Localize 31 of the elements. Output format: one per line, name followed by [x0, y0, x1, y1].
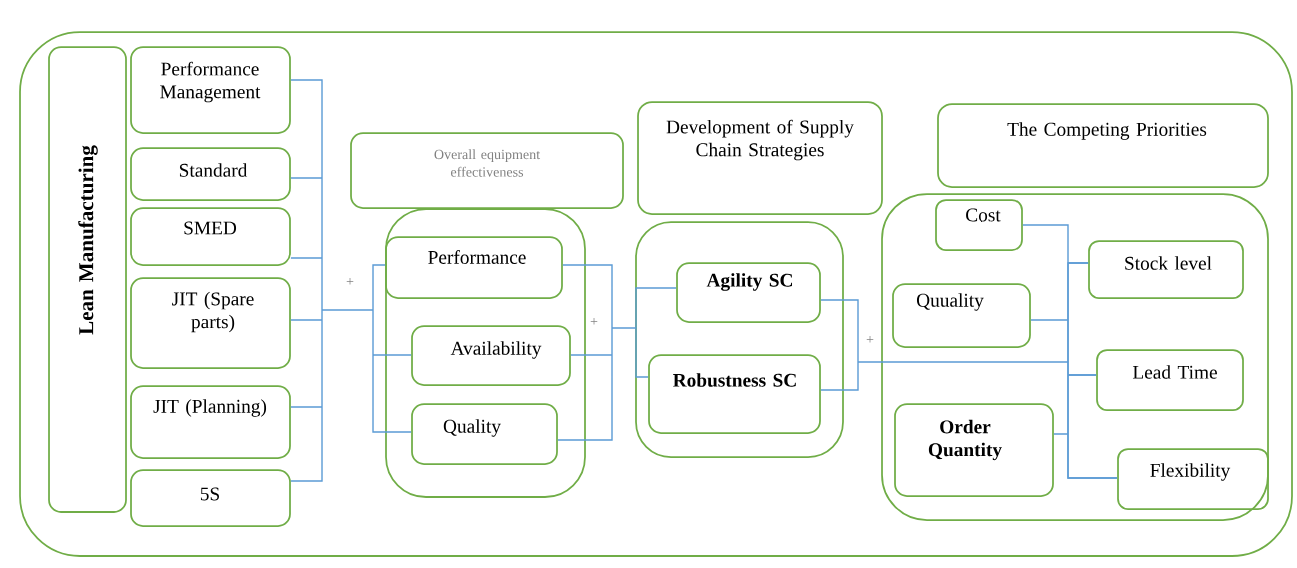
text-box: Development of Supply Chain Strategies [637, 101, 883, 215]
text-box: 5S [130, 469, 291, 527]
text-box: Flexibility [1117, 448, 1269, 510]
text-box: Order Quantity [894, 403, 1054, 497]
text-box: Robustness SC [648, 354, 821, 434]
connector-line [557, 264, 677, 441]
text-box: JIT (Spare parts) [130, 277, 291, 369]
text-box: Performance Management [130, 46, 291, 134]
connector-line [1022, 224, 1118, 479]
text-box: Agility SC [676, 262, 821, 323]
text-box: Stock level [1088, 240, 1244, 299]
plus-sign: + [866, 336, 874, 343]
text-box: Overall equipment effectiveness [350, 132, 624, 209]
outer-frame [19, 31, 1293, 557]
plus-sign: + [346, 278, 354, 285]
text-box: Quuality [892, 283, 1031, 348]
group-box [385, 208, 586, 498]
text-box: Performance [385, 236, 563, 299]
text-box: SMED [130, 207, 291, 266]
text-box: Standard [130, 147, 291, 201]
text-box: Cost [935, 199, 1023, 251]
text-box: Availability [411, 325, 571, 386]
group-box [635, 221, 844, 458]
text-box: JIT (Planning) [130, 385, 291, 459]
text-box: Lead Time [1096, 349, 1244, 411]
connector-line [290, 79, 412, 482]
text-box: Quality [411, 403, 558, 465]
group-box [881, 193, 1269, 521]
text-box: The Competing Priorities [937, 103, 1269, 188]
text-box: Lean Manufacturing [48, 46, 127, 513]
plus-sign: + [590, 318, 598, 325]
